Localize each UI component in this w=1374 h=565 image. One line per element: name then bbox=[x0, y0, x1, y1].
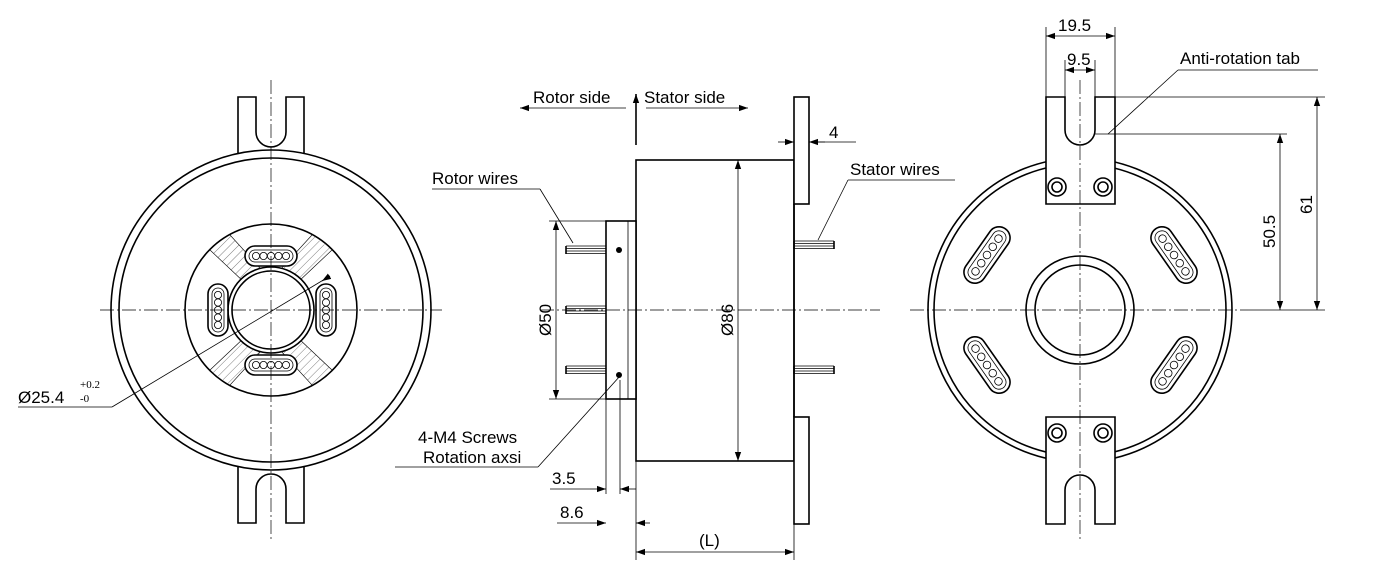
hatched-ribs bbox=[209, 234, 333, 386]
rotor-side-label: Rotor side bbox=[533, 88, 610, 107]
tab-slot-width-label: 9.5 bbox=[1067, 50, 1091, 69]
stator-wires-label: Stator wires bbox=[850, 160, 940, 179]
rotation-axis-label: Rotation axsi bbox=[423, 448, 521, 467]
housing-body bbox=[635, 159, 795, 462]
rotor-flange-offset-label: 3.5 bbox=[552, 469, 576, 488]
anti-rotation-tab-label: Anti-rotation tab bbox=[1180, 49, 1300, 68]
bore-tolerance-upper: +0.2 bbox=[80, 379, 100, 391]
side-view: Rotor side Stator side 4 Rotor wires Sta… bbox=[395, 88, 955, 560]
flange-thickness-label: 4 bbox=[829, 123, 838, 142]
tab-slot-depth-label: 50.5 bbox=[1260, 215, 1279, 248]
bore-tolerance-lower: -0 bbox=[80, 393, 90, 405]
body-length-label: (L) bbox=[699, 531, 720, 550]
anti-rotation-tab-bottom bbox=[1045, 416, 1116, 525]
bottom-tab bbox=[237, 420, 305, 524]
body-diameter-label: Ø86 bbox=[718, 304, 737, 336]
tab-width-label: 19.5 bbox=[1058, 16, 1091, 35]
bore-diameter-label: Ø25.4 bbox=[18, 388, 64, 407]
rotor-wires-label: Rotor wires bbox=[432, 169, 518, 188]
rotor-flange-diameter-label: Ø50 bbox=[536, 304, 555, 336]
rotor-end-offset-label: 8.6 bbox=[560, 503, 584, 522]
stator-wire-bundles bbox=[793, 240, 835, 375]
stator-flange bbox=[793, 96, 810, 205]
anti-rotation-tab-top bbox=[1045, 96, 1116, 205]
stator-end-view: 19.5 9.5 Anti-rotation tab 61 50.5 bbox=[910, 16, 1325, 540]
screws-label: 4-M4 Screws bbox=[418, 428, 517, 447]
stator-side-label: Stator side bbox=[644, 88, 725, 107]
rotor-end-view: Ø25.4 +0.2 -0 bbox=[18, 80, 442, 540]
tab-height-label: 61 bbox=[1297, 195, 1316, 214]
